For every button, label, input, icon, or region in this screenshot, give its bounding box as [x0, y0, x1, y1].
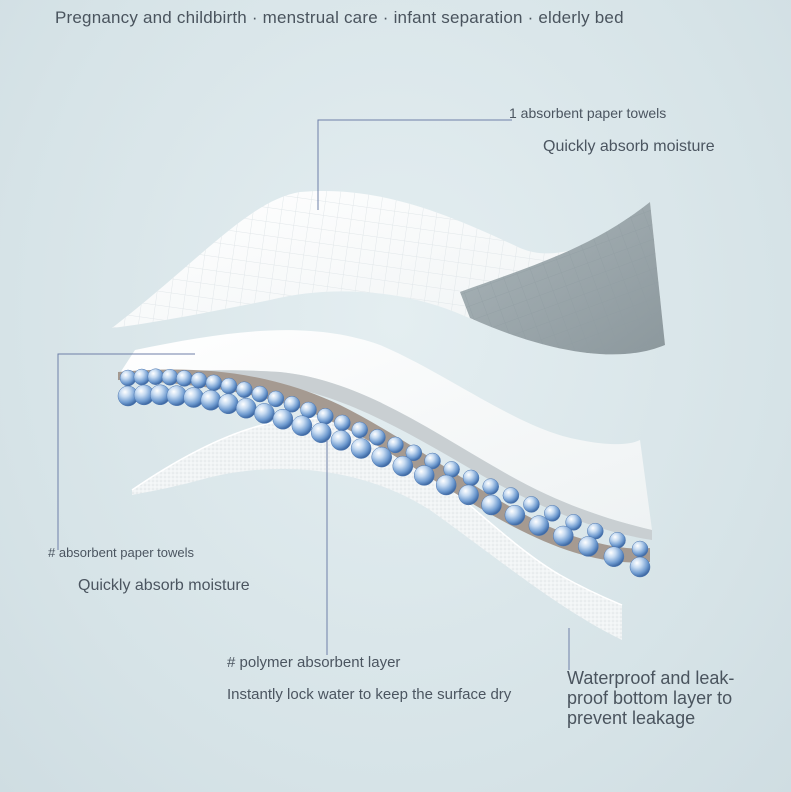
polymer-bead — [405, 444, 423, 462]
polymer-bead — [161, 368, 179, 386]
polymer-bead — [267, 390, 285, 408]
layer-2-subtitle: Quickly absorb moisture — [78, 577, 250, 594]
polymer-bead — [330, 430, 352, 451]
polymer-bead — [631, 540, 649, 558]
polymer-bead — [609, 531, 626, 549]
polymer-bead — [435, 474, 457, 496]
layer-1-title: 1 absorbent paper towels — [509, 105, 667, 121]
layer-1-subtitle: Quickly absorb moisture — [543, 138, 715, 155]
polymer-bead — [119, 369, 137, 387]
polymer-bead — [350, 438, 372, 459]
polymer-bead — [481, 494, 502, 516]
polymer-bead — [254, 403, 275, 424]
polymer-bead — [200, 389, 222, 411]
polymer-bead — [504, 504, 526, 526]
polymer-bead — [387, 436, 404, 454]
polymer-bead — [424, 452, 441, 470]
polymer-bead — [291, 415, 313, 436]
polymer-beads — [117, 368, 651, 578]
polymer-bead — [351, 421, 368, 439]
polymer-bead — [482, 478, 499, 495]
polymer-bead — [458, 484, 479, 506]
layer-4-description: Waterproof and leak-proof bottom layer t… — [567, 668, 735, 728]
polymer-bead — [553, 525, 574, 547]
leader-line-1 — [317, 119, 512, 210]
polymer-bead — [462, 469, 480, 487]
polymer-bead — [369, 429, 386, 446]
polymer-bead — [190, 372, 208, 389]
polymer-bead — [371, 446, 392, 468]
polymer-bead — [334, 414, 351, 432]
polymer-bead — [272, 408, 294, 430]
polymer-bead — [528, 515, 550, 536]
quilted-top-sheet — [112, 190, 665, 355]
polymer-bead — [218, 393, 239, 415]
layer-3-title: # polymer absorbent layer — [227, 654, 401, 671]
polymer-bead — [220, 377, 238, 395]
layer-2-title: # absorbent paper towels — [48, 545, 194, 560]
polymer-bead — [629, 556, 651, 578]
polymer-bead — [183, 387, 204, 408]
polymer-bead — [310, 422, 332, 443]
polymer-bead — [133, 368, 151, 386]
polymer-bead — [578, 536, 599, 557]
polymer-bead — [251, 385, 269, 403]
polymer-bead — [413, 465, 435, 486]
polymer-bead — [392, 455, 414, 477]
absorbent-paper-layer — [118, 330, 652, 540]
polymer-bead — [523, 496, 540, 513]
polymer-bead — [565, 514, 582, 531]
polymer-bead — [176, 370, 193, 387]
polymer-bead — [205, 374, 223, 392]
leader-lines — [57, 119, 570, 670]
polymer-bead — [603, 546, 625, 567]
polymer-bead — [317, 408, 334, 425]
polymer-bead — [502, 487, 520, 504]
polymer-bead — [147, 368, 164, 385]
leader-line-2 — [57, 353, 195, 550]
polymer-bead — [236, 381, 253, 398]
polymer-bead — [544, 505, 561, 522]
polymer-bead — [283, 395, 301, 413]
layer-3-subtitle: Instantly lock water to keep the surface… — [227, 686, 512, 703]
headline: Pregnancy and childbirth · menstrual car… — [55, 8, 624, 27]
polymer-bead — [235, 397, 257, 419]
